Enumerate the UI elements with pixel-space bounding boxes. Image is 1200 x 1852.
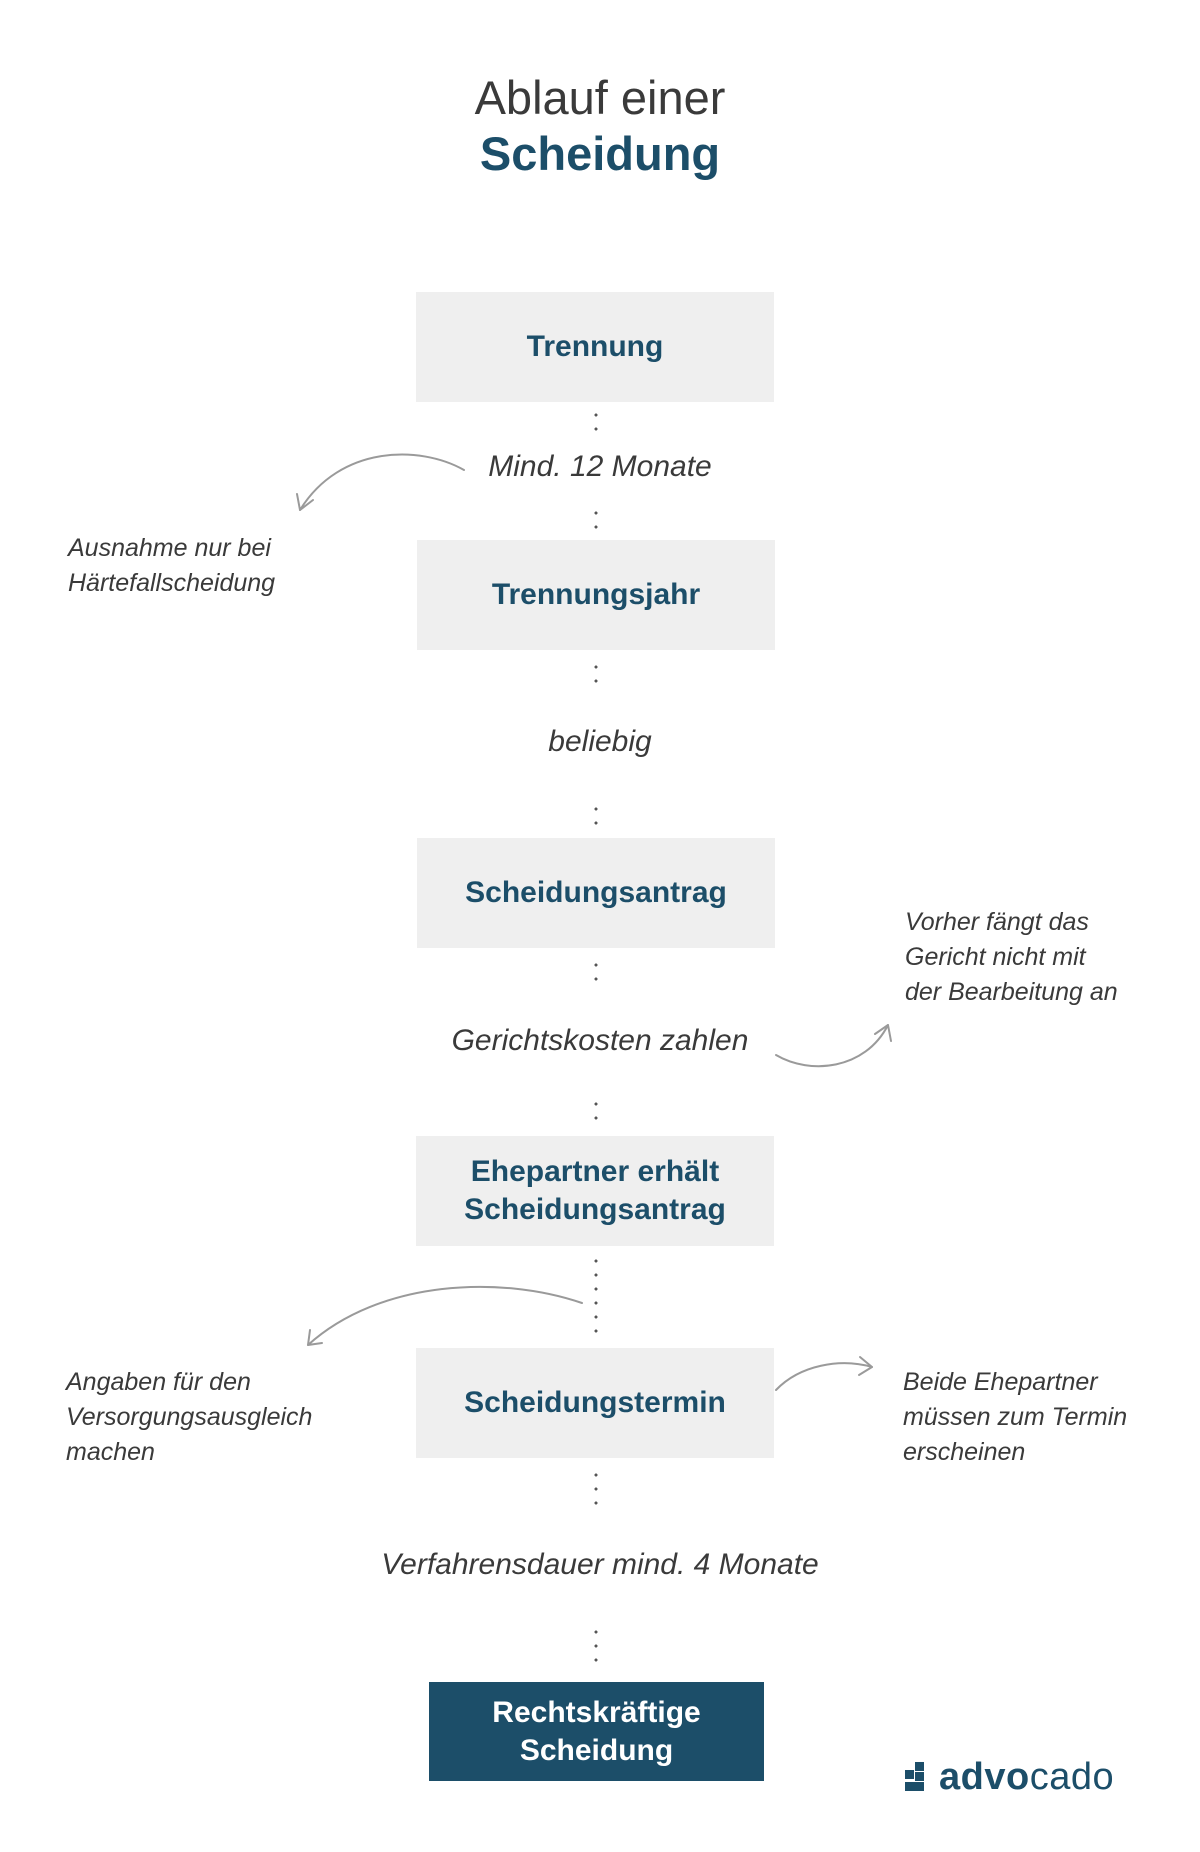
note-line: erscheinen <box>903 1438 1026 1466</box>
note-line: Härtefallscheidung <box>68 569 276 597</box>
arrow-head <box>307 1329 323 1346</box>
transition-label: Verfahrensdauer mind. 4 Monate <box>381 1548 819 1581</box>
note-versorgungsausgleich: Angaben für den Versorgungsausgleich mac… <box>66 1365 312 1470</box>
note-termin: Beide Ehepartner müssen zum Termin ersch… <box>903 1365 1127 1470</box>
arrow-to-termin <box>775 1362 873 1391</box>
connector-dots <box>594 1097 598 1129</box>
transition-label: beliebig <box>548 725 652 758</box>
step-trennung: Trennung <box>416 292 774 402</box>
logo-text: advocado <box>939 1756 1114 1799</box>
note-gericht: Vorher fängt das Gericht nicht mit der B… <box>905 905 1118 1010</box>
connector-dots <box>594 1254 598 1342</box>
connector-dots <box>594 408 598 440</box>
step-label: Scheidungstermin <box>464 1386 726 1419</box>
note-line: Gericht nicht mit <box>905 943 1086 971</box>
note-line: Ausnahme nur bei <box>68 534 271 562</box>
step-label: Ehepartner erhält <box>470 1155 720 1188</box>
arrow-head <box>874 1024 892 1042</box>
title-line-1: Ablauf einer <box>474 71 726 124</box>
arrow-to-gericht <box>775 1024 889 1068</box>
connector-dots <box>594 506 598 538</box>
note-line: müssen zum Termin <box>903 1403 1128 1431</box>
note-haertefall: Ausnahme nur bei Härtefallscheidung <box>68 531 275 601</box>
note-line: Vorher fängt das <box>905 908 1089 936</box>
step-ehepartner-erhaelt-antrag: Ehepartner erhält Scheidungsantrag <box>416 1136 774 1246</box>
logo-text-light: cado <box>1029 1755 1115 1798</box>
transition-label: Gerichtskosten zahlen <box>451 1024 749 1057</box>
note-line: Beide Ehepartner <box>903 1368 1098 1396</box>
arrow-head <box>858 1356 873 1376</box>
arrow-to-versorgung <box>307 1285 583 1346</box>
step-label-2: Scheidung <box>519 1733 674 1767</box>
step-label: Rechtskräftige <box>492 1695 701 1729</box>
connector-dots <box>594 660 598 692</box>
title-line-2: Scheidung <box>479 127 721 180</box>
connector-dots <box>594 958 598 990</box>
transition-label: Mind. 12 Monate <box>488 450 712 483</box>
step-label-2: Scheidungsantrag <box>464 1193 726 1226</box>
note-line: machen <box>66 1438 155 1466</box>
step-scheidungsantrag: Scheidungsantrag <box>417 838 775 948</box>
step-label: Scheidungsantrag <box>465 876 727 909</box>
advocado-logo: advocado <box>905 1755 1114 1799</box>
step-label: Trennung <box>526 330 664 363</box>
arrow-to-haertefall <box>299 453 465 511</box>
connector-dots <box>594 802 598 834</box>
advocado-logo-icon <box>905 1762 924 1791</box>
step-rechtskraeftige-scheidung: Rechtskräftige Scheidung <box>429 1682 764 1781</box>
note-line: Versorgungsausgleich <box>66 1403 313 1431</box>
note-line: Angaben für den <box>66 1368 251 1396</box>
connector-dots <box>594 1468 598 1514</box>
logo-text-bold: advo <box>939 1755 1030 1798</box>
connector-dots <box>594 1625 598 1671</box>
step-scheidungstermin: Scheidungstermin <box>416 1348 774 1458</box>
step-trennungsjahr: Trennungsjahr <box>417 540 775 650</box>
step-label: Trennungsjahr <box>491 578 701 611</box>
arrow-head <box>296 493 314 511</box>
note-line: der Bearbeitung an <box>905 978 1118 1006</box>
